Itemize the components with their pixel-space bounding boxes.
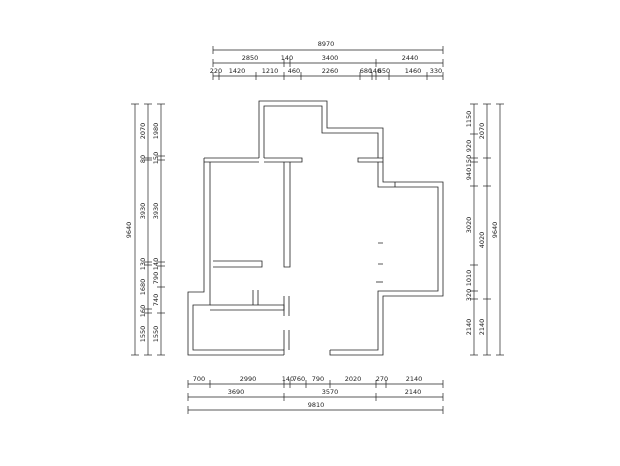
top-row3-label: 220 — [210, 67, 222, 75]
top-row3-label: 2260 — [322, 67, 339, 75]
left-outer-label: 1550 — [139, 326, 147, 343]
partition-wall — [283, 162, 291, 268]
right-outer-label: 920 — [465, 140, 473, 152]
left-outer-label: 2070 — [139, 123, 147, 140]
right-outer-label: 150 — [465, 155, 473, 167]
top-row2-label: 140 — [281, 54, 293, 62]
bottom-row1-label: 2140 — [406, 375, 423, 383]
right-outer-label: 1150 — [465, 111, 473, 128]
right-inner-wall — [330, 162, 439, 351]
bottom-row2-label: 3690 — [228, 388, 245, 396]
left-outer-label: 160 — [139, 305, 147, 317]
right-outer-label: 3020 — [465, 217, 473, 234]
top-row3-label: 460 — [288, 67, 300, 75]
wall-segment — [378, 242, 383, 265]
left-inner-label: 150 — [152, 152, 160, 164]
left-outer-label: 3930 — [139, 203, 147, 220]
right-outer-wall — [329, 162, 444, 356]
top-total-label: 8970 — [318, 40, 335, 48]
left-dimension-chain: 9640 2070 80 3930 130 1680 160 1550 1980… — [125, 103, 165, 356]
bottom-dimension-chain: 700 2990 140 760 790 2020 270 2140 3690 … — [187, 375, 444, 414]
right-inner-label: 2140 — [478, 319, 486, 336]
right-outer-label: 320 — [465, 289, 473, 301]
top-row3-label: 140 — [369, 67, 381, 75]
bottom-row1-label: 790 — [312, 375, 324, 383]
top-row3-label: 1420 — [229, 67, 246, 75]
left-inner-wall — [192, 162, 284, 351]
left-inner-label: 740 — [152, 294, 160, 306]
top-row3-label: 650 — [378, 67, 390, 75]
top-row3-label: 330 — [430, 67, 442, 75]
partition-wall — [252, 290, 259, 305]
left-inner-label: 140 — [152, 258, 160, 270]
partition-wall — [283, 296, 290, 316]
top-row3-label: 1460 — [405, 67, 422, 75]
left-outer-label: 130 — [139, 258, 147, 270]
right-outer-label: 1010 — [465, 270, 473, 287]
top-row3-label: 680 — [360, 67, 372, 75]
left-outer-wall — [187, 162, 284, 356]
left-inner-label: 1980 — [152, 123, 160, 140]
partition-wall — [213, 260, 263, 268]
walls — [187, 100, 444, 356]
bottom-total-label: 9810 — [308, 401, 325, 409]
bottom-row1-label: 2020 — [345, 375, 362, 383]
bottom-row1-label: 700 — [193, 375, 205, 383]
left-inner-label: 3930 — [152, 203, 160, 220]
left-outer-label: 80 — [139, 155, 147, 163]
right-inner-label: 4020 — [478, 232, 486, 249]
left-inner-label: 790 — [152, 272, 160, 284]
balcony-inner-wall — [263, 105, 379, 158]
top-row2-label: 2440 — [402, 54, 419, 62]
left-total-label: 9640 — [125, 222, 133, 239]
bottom-row2-label: 2140 — [405, 388, 422, 396]
wall-segment — [264, 157, 303, 163]
partition-wall — [210, 304, 285, 311]
balcony-outer-wall — [258, 100, 384, 158]
top-row2-label: 3400 — [322, 54, 339, 62]
left-outer-label: 1680 — [139, 279, 147, 296]
top-dimension-chain: 8970 2850 140 3400 2440 220 1420 1210 46… — [210, 40, 444, 80]
bottom-row1-label: 2990 — [240, 375, 257, 383]
top-row3-label: 1210 — [262, 67, 279, 75]
wall-segment — [204, 157, 259, 163]
right-inner-label: 2070 — [478, 123, 486, 140]
bottom-row1-label: 140 — [282, 375, 294, 383]
bottom-row1-label: 270 — [376, 375, 388, 383]
bottom-row1-label: 760 — [293, 375, 305, 383]
bottom-row2-label: 3570 — [322, 388, 339, 396]
right-outer-label: 2140 — [465, 319, 473, 336]
right-total-label: 9640 — [491, 222, 499, 239]
partition-wall — [283, 330, 290, 350]
right-outer-label: 940 — [465, 168, 473, 180]
right-dimension-chain: 1150 920 150 940 3020 1010 320 2140 2070… — [465, 103, 504, 356]
left-inner-label: 1550 — [152, 326, 160, 343]
top-row2-label: 2850 — [242, 54, 259, 62]
wall-segment — [357, 157, 384, 163]
